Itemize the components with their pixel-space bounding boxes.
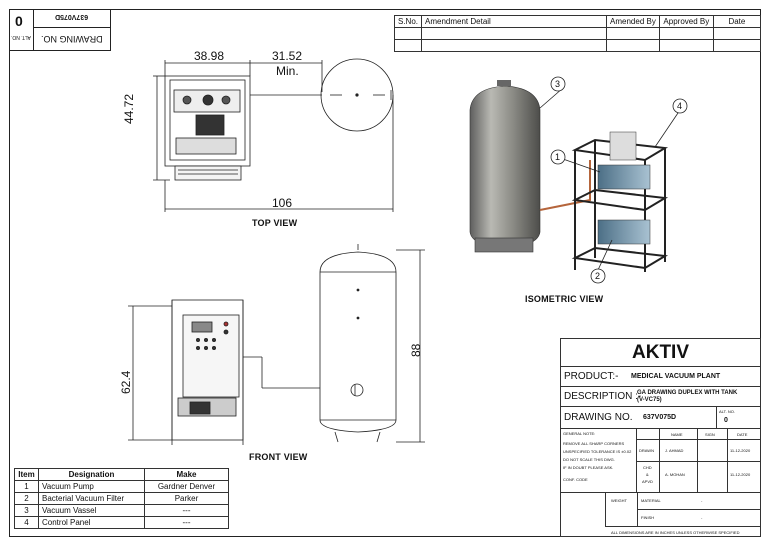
note-2: UNSPECIFIED TOLERANCE IS ±0.02 — [563, 449, 632, 454]
general-note: GENERAL NOTE: — [563, 431, 596, 436]
top-view-label: TOP VIEW — [252, 218, 298, 228]
drawn-name: J. AHMAD — [665, 448, 684, 453]
balloon-2 — [590, 268, 606, 284]
balloon-2-label: 2 — [595, 271, 601, 281]
material-label: MATERIAL — [641, 498, 661, 503]
company-name: AKTIV — [632, 342, 689, 363]
product-label: PRODUCT:- — [564, 371, 619, 382]
drawn-date: 11-12-2020 — [730, 448, 751, 453]
drawing-frame — [9, 9, 761, 537]
isometric-view-drawing — [469, 80, 669, 272]
alt-no-value: 0 — [724, 417, 728, 424]
apvd-label: APVD — [642, 479, 653, 484]
note-1: REMOVE ALL SHARP CORNERS — [563, 441, 625, 446]
chd-label: CHD — [643, 465, 652, 470]
drawing-no-value: 637V075D — [643, 414, 677, 421]
finish-label: FINISH — [641, 515, 655, 520]
balloon-3-label: 3 — [555, 79, 561, 89]
table-row: 1 Vacuum Pump Gardner Denver — [14, 480, 229, 493]
dim-front-height: 62.4 — [119, 370, 133, 394]
dim-top-depth: 44.72 — [122, 93, 136, 124]
conf-code: CONF. CODE — [563, 477, 588, 482]
bom-hdr-designation: Designation — [38, 468, 145, 481]
dim-tank-height: 88 — [409, 343, 423, 357]
description-value-2: (V-VC75) — [637, 397, 662, 403]
front-view-label: FRONT VIEW — [249, 452, 308, 462]
note-4: IF IN DOUBT PLEASE ASK. — [563, 465, 614, 470]
dim-top-total: 106 — [272, 196, 293, 210]
weight-label: WEIGHT — [611, 498, 627, 503]
balloon-4 — [672, 98, 688, 114]
corner-rev-value: 0 — [15, 13, 23, 29]
and-label: & — [646, 472, 649, 477]
dim-top-clearance-note: Min. — [276, 64, 299, 78]
isometric-view-label: ISOMETRIC VIEW — [525, 294, 604, 304]
table-row: 4 Control Panel --- — [14, 516, 229, 529]
title-block: AKTIV PRODUCT:- MEDICAL VACUUM PLANT DES… — [560, 338, 761, 537]
date-header: DATE — [737, 432, 748, 437]
drawn-label: DRAWN — [639, 448, 654, 453]
description-value-1: GA DRAWING DUPLEX WITH TANK — [637, 390, 738, 396]
sign-header: SIGN — [705, 432, 715, 437]
balloon-3 — [550, 76, 566, 92]
corner-box: 0 ALT. NO. 637V075D DRAWING NO. — [9, 9, 111, 51]
drawing-no-label: DRAWING NO. — [564, 412, 633, 423]
name-header: NAME — [671, 432, 683, 437]
chd-date: 11-12-2020 — [730, 472, 751, 477]
dim-top-clearance: 31.52 — [272, 49, 303, 63]
balloon-1-label: 1 — [555, 152, 561, 162]
revision-table: S.No. Amendment Detail Amended By Approv… — [393, 15, 762, 52]
balloon-1 — [550, 149, 566, 165]
bom-hdr-item: Item — [14, 468, 39, 481]
bom-hdr-make: Make — [144, 468, 229, 481]
product-value: MEDICAL VACUUM PLANT — [631, 373, 721, 380]
description-label: DESCRIPTION :- — [564, 391, 642, 402]
note-3: DO NOT SCALE THIS DWG. — [563, 457, 615, 462]
top-view-drawing — [153, 58, 394, 212]
chd-name: A. MOHAN — [665, 472, 685, 477]
footer-note: ALL DIMENSIONS ARE IN INCHES UNLESS OTHE… — [611, 530, 740, 535]
alt-no-label: ALT. NO. — [719, 409, 735, 414]
dim-top-width: 38.98 — [194, 49, 225, 63]
front-view-drawing — [128, 244, 425, 445]
material-value: - — [701, 498, 703, 503]
table-row: 2 Bacterial Vacuum Filter Parker — [14, 492, 229, 505]
bom-table: Item Designation Make 1 Vacuum Pump Gard… — [14, 468, 229, 529]
balloon-4-label: 4 — [677, 101, 683, 111]
finish-value: - — [701, 515, 703, 520]
table-row: 3 Vacuum Vassel --- — [14, 504, 229, 517]
